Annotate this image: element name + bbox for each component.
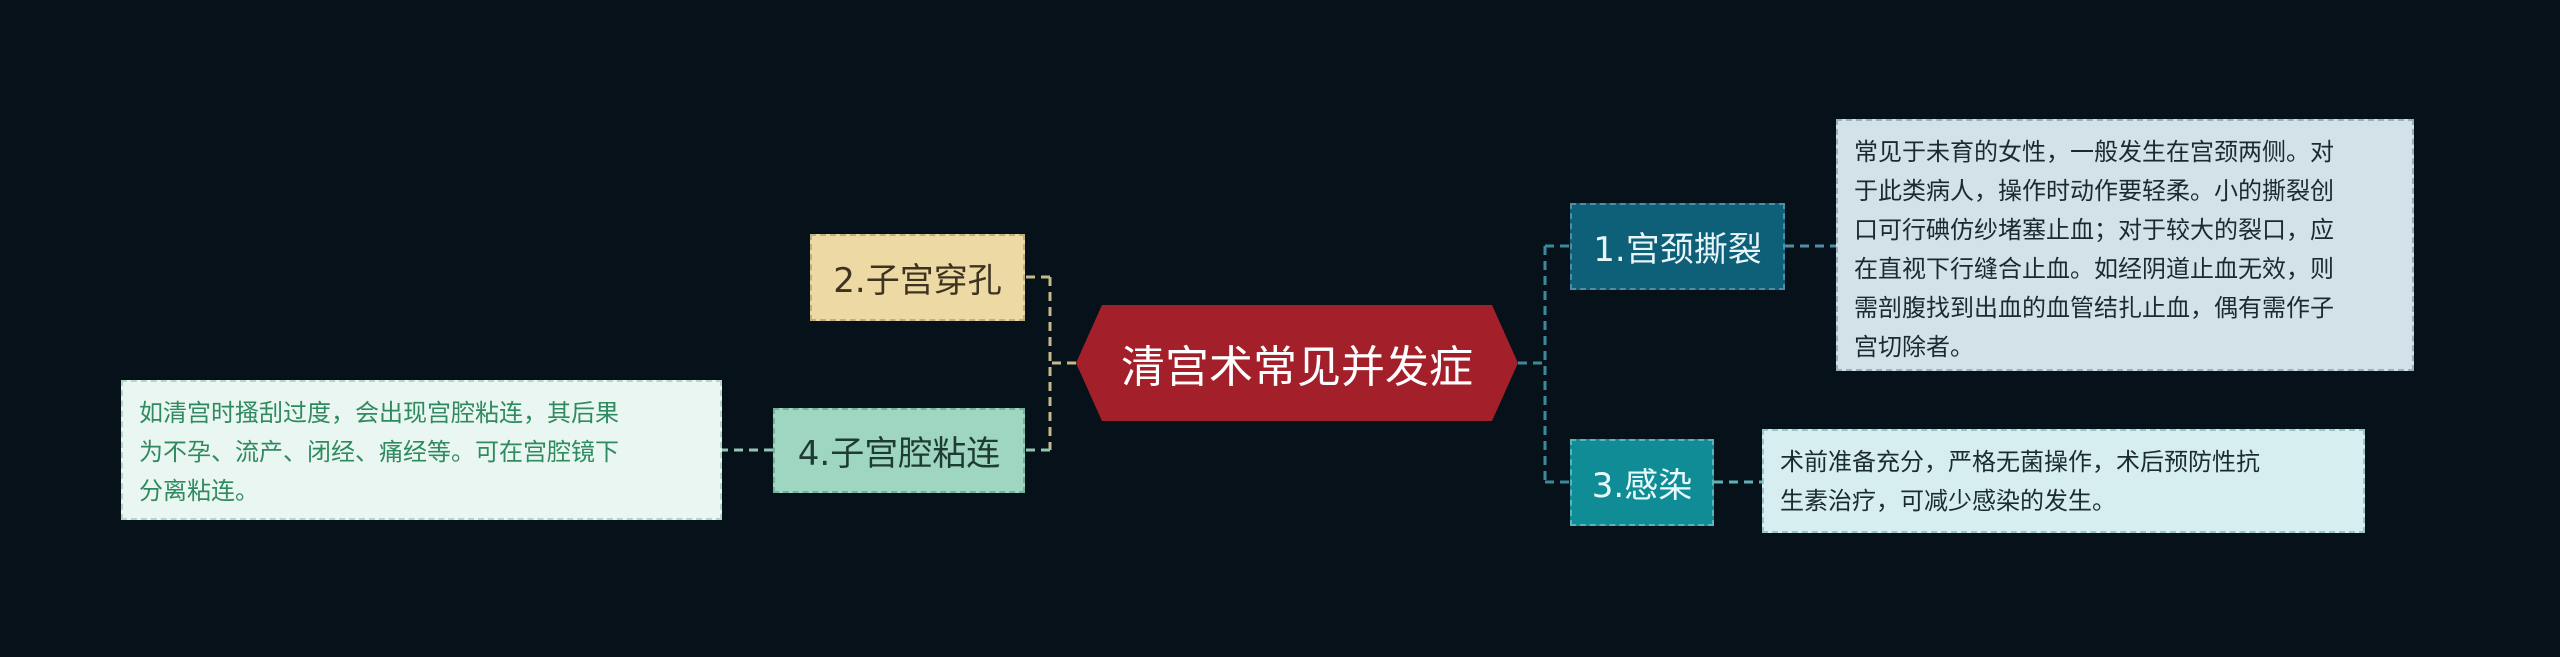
branch-label-3: 3.感染 xyxy=(1591,466,1693,506)
detail-text-4: 如清宫时搔刮过度，会出现宫腔粘连，其后果 为不孕、流产、闭经、痛经等。可在宫腔镜… xyxy=(139,399,619,505)
branch-node-3[interactable]: 3.感染 xyxy=(1570,439,1714,526)
detail-text-1: 常见于未育的女性，一般发生在宫颈两侧。对 于此类病人，操作时动作要轻柔。小的撕裂… xyxy=(1854,138,2334,361)
branch-label-1: 1.宫颈撕裂 xyxy=(1593,230,1762,270)
branch-node-1[interactable]: 1.宫颈撕裂 xyxy=(1570,203,1785,290)
detail-node-3[interactable]: 术前准备充分，严格无菌操作，术后预防性抗 生素治疗，可减少感染的发生。 xyxy=(1762,429,2365,533)
central-topic[interactable]: 清宫术常见并发症 xyxy=(1076,305,1518,421)
detail-node-1[interactable]: 常见于未育的女性，一般发生在宫颈两侧。对 于此类病人，操作时动作要轻柔。小的撕裂… xyxy=(1836,119,2414,371)
branch-node-2[interactable]: 2.子宫穿孔 xyxy=(810,234,1025,321)
branch-label-2: 2.子宫穿孔 xyxy=(833,261,1002,301)
branch-label-4: 4.子宫腔粘连 xyxy=(797,434,1001,474)
detail-node-4[interactable]: 如清宫时搔刮过度，会出现宫腔粘连，其后果 为不孕、流产、闭经、痛经等。可在宫腔镜… xyxy=(121,380,722,520)
branch-node-4[interactable]: 4.子宫腔粘连 xyxy=(773,408,1025,493)
central-topic-label: 清宫术常见并发症 xyxy=(1121,342,1473,393)
detail-text-3: 术前准备充分，严格无菌操作，术后预防性抗 生素治疗，可减少感染的发生。 xyxy=(1780,448,2260,515)
